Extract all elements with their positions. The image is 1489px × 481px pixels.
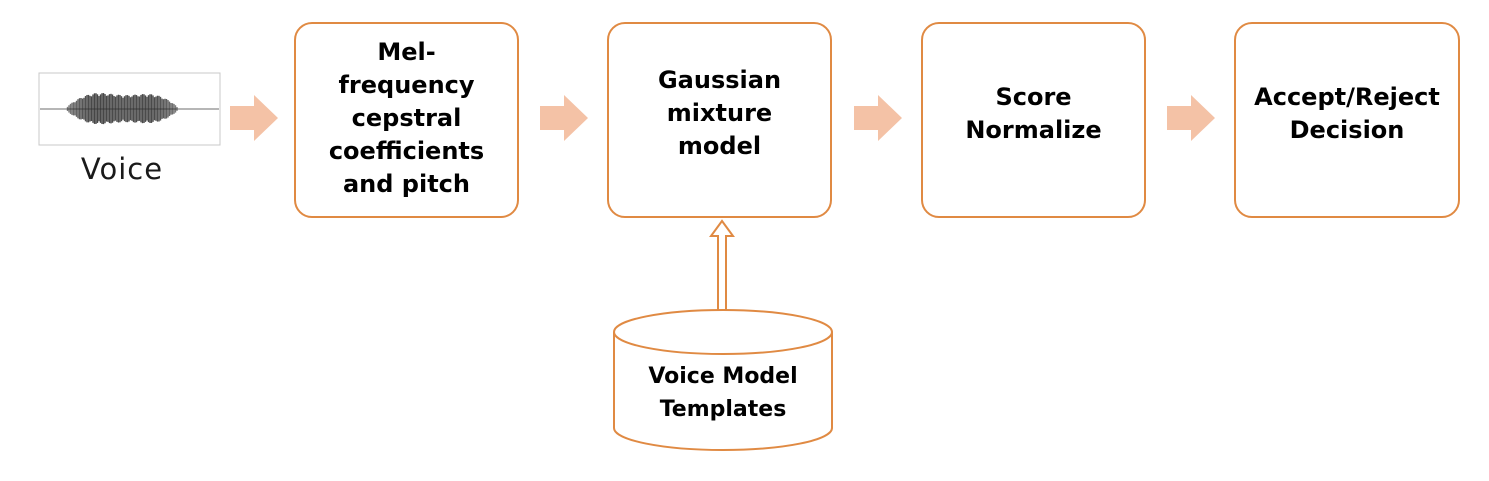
database-cylinder-icon <box>613 309 833 451</box>
waveform-bars <box>66 93 178 125</box>
score-normalize-label: Score Normalize <box>965 83 1102 144</box>
score-normalize-box: Score Normalize <box>921 22 1146 218</box>
flow-arrow-icon <box>230 95 278 141</box>
mfcc-feature-extraction-box: Mel- frequency cepstral coefficients and… <box>294 22 519 218</box>
flow-arrow-icon <box>1167 95 1215 141</box>
voice-input-label: Voice <box>80 152 164 186</box>
gmm-label: Gaussian mixture model <box>657 65 782 160</box>
voice-model-templates-label: Voice Model Templates <box>648 364 798 422</box>
mfcc-label: Mel- frequency cepstral coefficients and… <box>328 37 485 198</box>
flow-arrow-icon <box>854 95 902 141</box>
accept-reject-decision-box: Accept/Reject Decision <box>1234 22 1460 218</box>
gaussian-mixture-model-box: Gaussian mixture model <box>607 22 832 218</box>
accept-reject-label: Accept/Reject Decision <box>1254 83 1440 144</box>
voice-waveform-icon <box>38 72 221 146</box>
flow-arrow-icon <box>540 95 588 141</box>
double-up-arrow-icon <box>709 219 735 314</box>
